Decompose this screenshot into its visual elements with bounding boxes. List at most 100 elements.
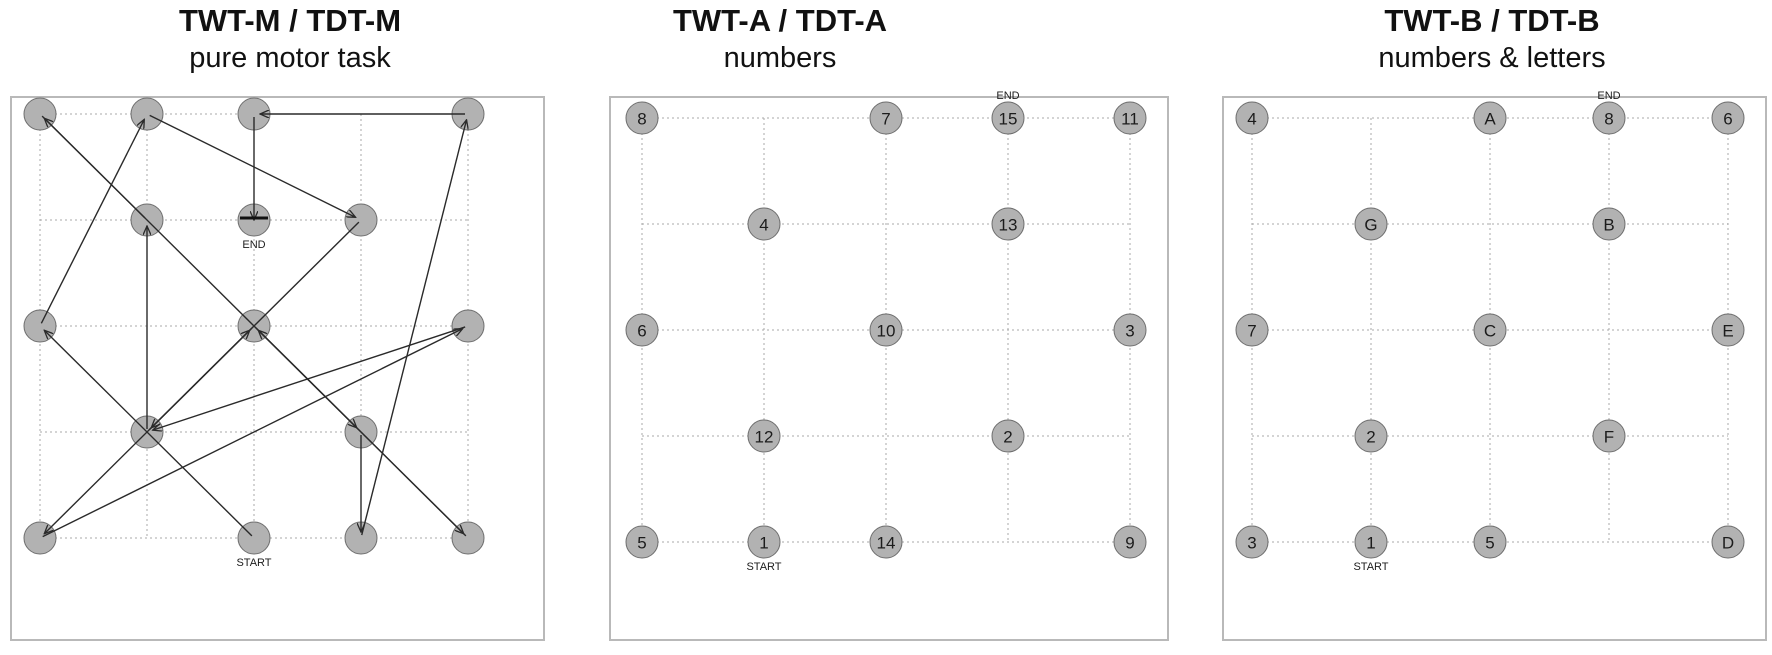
panel-title: TWT-M / TDT-M xyxy=(178,3,402,38)
trail-arrow xyxy=(153,326,466,430)
node-label: 6 xyxy=(1723,110,1732,129)
trail-arrow xyxy=(42,329,463,538)
node-circle[interactable] xyxy=(1235,525,1269,559)
target-node[interactable]: 1 xyxy=(747,525,781,559)
target-node[interactable]: G xyxy=(1354,207,1388,241)
node-label: 10 xyxy=(877,322,896,341)
panel-title: TWT-A / TDT-A xyxy=(672,3,888,38)
node-label: 6 xyxy=(637,322,646,341)
target-node[interactable]: 5 xyxy=(1473,525,1507,559)
node-circle[interactable] xyxy=(991,207,1025,241)
node-circle[interactable] xyxy=(991,419,1025,453)
start-label: START xyxy=(236,557,271,569)
node-circle[interactable] xyxy=(1354,207,1388,241)
target-node[interactable]: 1 xyxy=(1354,525,1388,559)
node-label: 4 xyxy=(759,216,768,235)
node-circle[interactable] xyxy=(869,313,903,347)
target-node[interactable]: 15 xyxy=(991,101,1025,135)
target-node[interactable]: 13 xyxy=(991,207,1025,241)
target-node[interactable]: 2 xyxy=(991,419,1025,453)
target-node[interactable]: C xyxy=(1473,313,1507,347)
node-circle[interactable] xyxy=(747,207,781,241)
node-circle[interactable] xyxy=(1354,419,1388,453)
node-circle[interactable] xyxy=(1592,101,1626,135)
node-label: 15 xyxy=(999,110,1018,129)
target-node[interactable]: 14 xyxy=(869,525,903,559)
node-circle[interactable] xyxy=(1473,313,1507,347)
node-circle[interactable] xyxy=(1711,525,1745,559)
node-circle[interactable] xyxy=(747,419,781,453)
node-label: 3 xyxy=(1247,534,1256,553)
target-node[interactable]: 2 xyxy=(1354,419,1388,453)
target-node[interactable]: 7 xyxy=(1235,313,1269,347)
target-node[interactable]: 8 xyxy=(1592,101,1626,135)
node-label: 7 xyxy=(1247,322,1256,341)
node-circle[interactable] xyxy=(130,97,164,131)
target-node[interactable]: 6 xyxy=(625,313,659,347)
target-node[interactable]: 8 xyxy=(625,101,659,135)
node-label: C xyxy=(1484,322,1496,341)
target-node[interactable]: 11 xyxy=(1113,101,1147,135)
node-circle[interactable] xyxy=(1711,313,1745,347)
node-circle[interactable] xyxy=(869,101,903,135)
node-label: 12 xyxy=(755,428,774,447)
node-circle[interactable] xyxy=(1354,525,1388,559)
end-label: END xyxy=(1597,90,1620,102)
nodes: 4 A 8 6G B 7 C E 2 F 3 1 5 D xyxy=(1235,101,1745,559)
target-node[interactable]: 4 xyxy=(1235,101,1269,135)
target-node[interactable]: 10 xyxy=(869,313,903,347)
target-node[interactable]: 3 xyxy=(1235,525,1269,559)
target-node[interactable]: B xyxy=(1592,207,1626,241)
node-circle[interactable] xyxy=(1592,207,1626,241)
node-circle[interactable] xyxy=(747,525,781,559)
target-node[interactable]: 3 xyxy=(1113,313,1147,347)
target-node[interactable]: 6 xyxy=(1711,101,1745,135)
start-label: START xyxy=(746,561,781,573)
node-circle[interactable] xyxy=(1473,101,1507,135)
panel-subtitle: numbers xyxy=(723,42,837,74)
node-circle[interactable] xyxy=(1113,313,1147,347)
panel-title: TWT-B / TDT-B xyxy=(1384,3,1600,38)
node-circle[interactable] xyxy=(991,101,1025,135)
target-node[interactable]: A xyxy=(1473,101,1507,135)
node-circle[interactable] xyxy=(1473,525,1507,559)
node-label: 13 xyxy=(999,216,1018,235)
node-circle[interactable] xyxy=(1113,525,1147,559)
panel-subtitle: pure motor task xyxy=(189,42,391,74)
node-label: 1 xyxy=(759,534,768,553)
end-label: END xyxy=(996,90,1019,102)
target-node[interactable]: E xyxy=(1711,313,1745,347)
trail-path xyxy=(40,114,466,538)
node-label: A xyxy=(1484,110,1496,129)
node-label: 1 xyxy=(1366,534,1375,553)
target-node[interactable]: 7 xyxy=(869,101,903,135)
node-circle[interactable] xyxy=(625,313,659,347)
target-node[interactable]: F xyxy=(1592,419,1626,453)
node-label: 8 xyxy=(1604,110,1613,129)
node-label: 9 xyxy=(1125,534,1134,553)
node-circle[interactable] xyxy=(1113,101,1147,135)
node-circle[interactable] xyxy=(625,101,659,135)
node-circle[interactable] xyxy=(1235,313,1269,347)
target-node[interactable]: 5 xyxy=(625,525,659,559)
node-circle[interactable] xyxy=(1235,101,1269,135)
target-node[interactable]: 12 xyxy=(747,419,781,453)
node-circle[interactable] xyxy=(869,525,903,559)
panel-header-twt-b: TWT-B / TDT-B numbers & letters xyxy=(1212,0,1772,76)
node-label: D xyxy=(1722,534,1734,553)
target-node[interactable]: 9 xyxy=(1113,525,1147,559)
node-circle[interactable] xyxy=(1711,101,1745,135)
target-node[interactable]: D xyxy=(1711,525,1745,559)
target-node[interactable] xyxy=(451,309,485,343)
panel-header-twt-m: TWT-M / TDT-M pure motor task xyxy=(10,0,570,76)
node-circle[interactable] xyxy=(1592,419,1626,453)
node-circle[interactable] xyxy=(451,309,485,343)
target-node[interactable] xyxy=(130,97,164,131)
target-node[interactable]: 4 xyxy=(747,207,781,241)
node-circle[interactable] xyxy=(625,525,659,559)
